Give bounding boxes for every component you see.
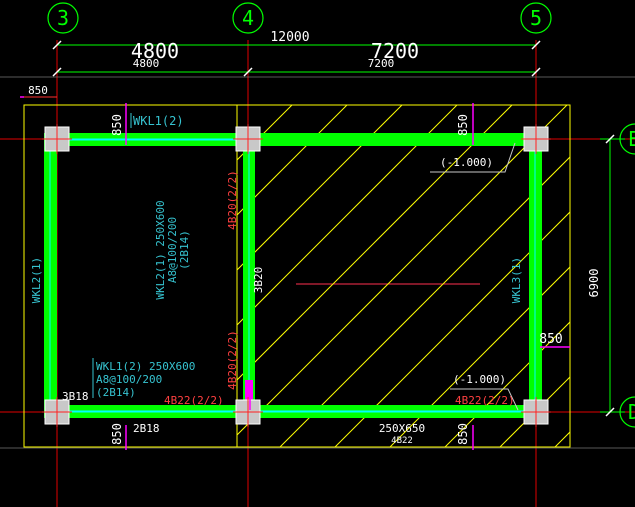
- dim-offset-rm: 850: [539, 332, 562, 347]
- dim-left-offset: 850: [28, 84, 48, 97]
- slab-outline: [23, 104, 571, 448]
- axis-label-d: D: [628, 400, 635, 424]
- dim-offset-tr: 850: [456, 114, 470, 136]
- axis-label-4: 4: [242, 6, 254, 30]
- dim-7200-small: 7200: [368, 57, 395, 70]
- axis-label-5: 5: [530, 6, 542, 30]
- dim-total: 12000: [270, 30, 309, 45]
- beam-label-wkl2: WKL2(1): [30, 257, 43, 303]
- axis-bubble-5: [520, 2, 552, 34]
- dimension-lines: [24, 44, 625, 413]
- wkl1-spec-2: A8@100/200: [96, 373, 162, 386]
- rebar-4b22-left: 4B22(2/2): [164, 394, 224, 407]
- rebar-3b20: 3B20: [252, 267, 265, 294]
- slab-hatch: [237, 105, 570, 447]
- dim-offset-br: 850: [456, 423, 470, 445]
- wkl2-spec-3: (2B14): [178, 230, 191, 270]
- beam-label-wkl1-top: WKL1(2): [133, 114, 184, 128]
- dim-4800-small: 4800: [133, 57, 160, 70]
- dim-7200-big: 7200: [371, 39, 419, 63]
- section-250x650: 250X650: [379, 422, 425, 435]
- beams: [44, 133, 544, 418]
- wkl1-spec-1: WKL1(2) 250X600: [96, 360, 195, 373]
- rebar-4b20-top: 4B20(2/2): [226, 170, 239, 230]
- axis-bubble-d: [619, 396, 635, 428]
- dim-4800-big: 4800: [131, 39, 179, 63]
- wkl1-spec-3: (2B14): [96, 386, 136, 399]
- axis-label-e: E: [628, 127, 635, 151]
- dim-height: 6900: [587, 269, 601, 298]
- wkl2-spec-1: WKL2(1) 250X600: [154, 200, 167, 299]
- elevation-bottom: (-1.000): [453, 373, 506, 386]
- rebar-4b22-right: 4B22(2/2): [455, 394, 515, 407]
- beam-label-wkl3: WKL3(1): [510, 257, 523, 303]
- rebar-4b22-small: 4B22: [391, 436, 413, 446]
- elevation-top: (-1.000): [440, 156, 493, 169]
- axis-label-3: 3: [57, 6, 69, 30]
- axis-bubble-4: [232, 2, 264, 34]
- wkl2-spec-2: A8@100/200: [166, 217, 179, 283]
- rebar-2b18: 2B18: [133, 422, 160, 435]
- leaders: [20, 96, 570, 450]
- axis-bubble-3: [47, 2, 79, 34]
- rebar-4b20-bot: 4B20(2/2): [226, 330, 239, 390]
- axis-bubbles: [47, 2, 635, 428]
- rebar-3b18: 3B18: [62, 390, 89, 403]
- dim-offset-bl: 850: [110, 423, 124, 445]
- dim-offset-tl: 850: [110, 114, 124, 136]
- axis-bubble-e: [619, 123, 635, 155]
